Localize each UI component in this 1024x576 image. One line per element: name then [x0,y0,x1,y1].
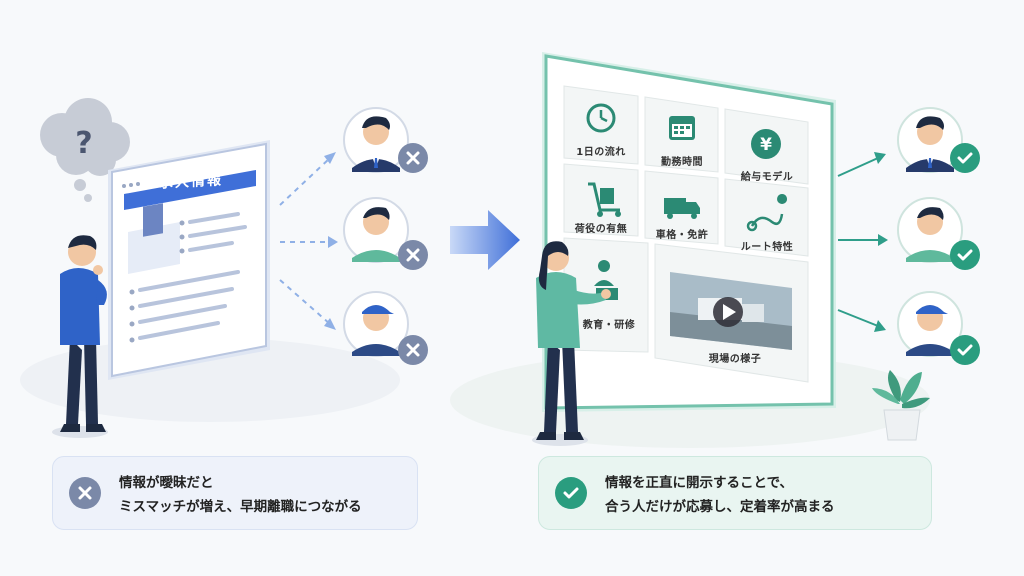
check-icon [950,335,980,365]
cross-icon [398,240,428,270]
match-arrows [837,157,879,327]
left-caption-line2: ミスマッチが増え、早期離職につながる [119,499,362,515]
right-caption-line1: 情報を正直に開示することで、 [605,475,794,491]
matched-candidates [897,107,963,357]
cross-icon [69,477,101,509]
tile-label-cargo-handling: 荷役の有無 [574,224,628,235]
right-caption-line2: 合う人だけが応募し、定着率が高まる [605,499,835,515]
thinking-man [52,235,108,438]
check-icon [950,143,980,173]
left-caption-line1: 情報が曖昧だと [119,475,214,491]
svg-text:¥: ¥ [760,135,772,155]
tile-label-site-view: 現場の様子 [708,354,762,365]
tile-label-salary-model: 給与モデル [740,172,794,183]
open-info-panel: ¥ [542,52,836,412]
tile-label-vehicle-license: 車格・免許 [655,230,709,241]
check-icon [555,477,587,509]
yen-icon: ¥ [751,129,781,159]
route-icon [746,194,788,232]
clock-icon [586,103,616,133]
video-icon [670,272,792,350]
check-icon [950,240,980,270]
hand-truck-icon [588,182,621,217]
transition-arrow [450,210,520,270]
truck-icon [664,198,700,219]
cross-icon [398,143,428,173]
presenting-woman [532,241,611,446]
calendar-icon [669,116,695,140]
tile-label-route-traits: ルート特性 [740,242,794,253]
tile-label-training: 教育・研修 [582,320,636,331]
dashed-arrows [279,157,331,325]
svg-text:?: ? [75,126,92,161]
question-thought-bubble: ? [40,98,130,202]
left-caption-box: 情報が曖昧だと ミスマッチが増え、早期離職につながる [52,456,418,530]
right-caption-box: 情報を正直に開示することで、 合う人だけが応募し、定着率が高まる [538,456,932,530]
potted-plant [872,370,930,441]
tile-label-work-hours: 勤務時間 [661,157,703,168]
cross-icon [398,335,428,365]
tile-label-daily-flow: 1日の流れ [576,147,626,158]
job-info-board [108,140,270,380]
mismatch-candidates [343,107,409,357]
